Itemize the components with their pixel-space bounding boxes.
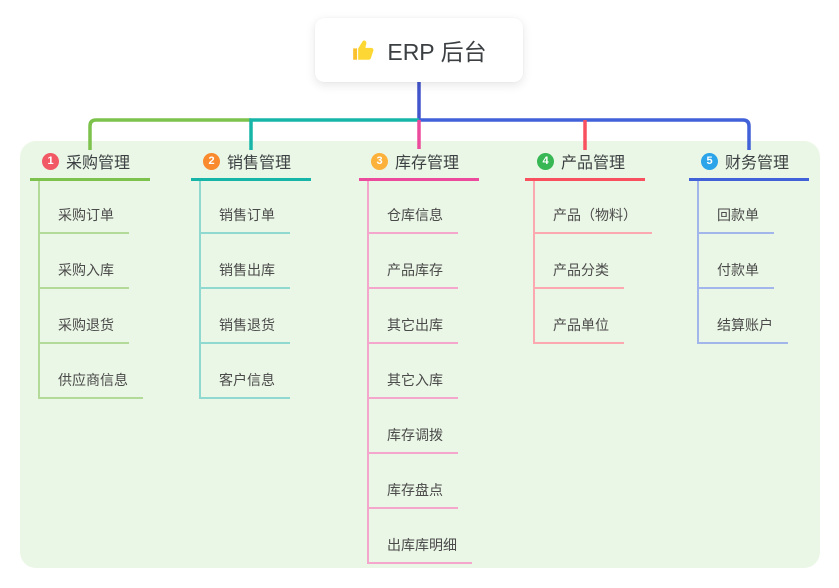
- branch-children: 销售订单 销售出库 销售退货 客户信息: [191, 181, 311, 399]
- child-node[interactable]: 库存盘点: [367, 480, 458, 509]
- child-connector-line: [38, 181, 40, 399]
- child-node[interactable]: 销售订单: [199, 205, 290, 234]
- child-row: 产品单位: [533, 289, 645, 344]
- branch-product: 4 产品管理 产品（物料） 产品分类 产品单位: [525, 150, 652, 344]
- child-row: 其它出库: [367, 289, 479, 344]
- child-row: 出库库明细: [367, 509, 479, 564]
- branch-children: 仓库信息 产品库存 其它出库 其它入库 库存调拨 库存盘点 出库库明细: [359, 181, 479, 564]
- branch-header-purchase[interactable]: 1 采购管理: [30, 150, 150, 181]
- child-row: 付款单: [697, 234, 809, 289]
- child-row: 库存盘点: [367, 454, 479, 509]
- branch-children: 产品（物料） 产品分类 产品单位: [525, 181, 652, 344]
- branch-finance: 5 财务管理 回款单 付款单 结算账户: [689, 150, 809, 344]
- branch-header-inventory[interactable]: 3 库存管理: [359, 150, 479, 181]
- branch-label: 销售管理: [227, 155, 292, 172]
- child-node[interactable]: 产品库存: [367, 260, 458, 289]
- branch-number-badge: 2: [203, 152, 220, 170]
- branch-label: 库存管理: [395, 155, 460, 172]
- child-row: 其它入库: [367, 344, 479, 399]
- child-connector-line: [199, 181, 201, 399]
- child-row: 产品库存: [367, 234, 479, 289]
- child-row: 采购订单: [38, 181, 150, 234]
- root-node-label: ERP 后台: [387, 39, 487, 65]
- child-row: 采购入库: [38, 234, 150, 289]
- branch-inventory: 3 库存管理 仓库信息 产品库存 其它出库 其它入库 库存调拨 库存盘点 出库库…: [359, 150, 479, 564]
- child-row: 库存调拨: [367, 399, 479, 454]
- branch-header-product[interactable]: 4 产品管理: [525, 150, 645, 181]
- child-connector-line: [367, 181, 369, 564]
- child-node[interactable]: 采购入库: [38, 260, 129, 289]
- child-node[interactable]: 客户信息: [199, 370, 290, 399]
- branch-number-badge: 5: [701, 152, 718, 170]
- child-row: 结算账户: [697, 289, 809, 344]
- child-row: 仓库信息: [367, 181, 479, 234]
- branch-sales: 2 销售管理 销售订单 销售出库 销售退货 客户信息: [191, 150, 311, 399]
- branch-purchase: 1 采购管理 采购订单 采购入库 采购退货 供应商信息: [30, 150, 150, 399]
- child-node[interactable]: 产品分类: [533, 260, 624, 289]
- branch-number-badge: 3: [371, 152, 388, 170]
- child-node[interactable]: 产品（物料）: [533, 205, 652, 234]
- branch-label: 财务管理: [725, 155, 790, 172]
- child-node[interactable]: 采购订单: [38, 205, 129, 234]
- branch-children: 采购订单 采购入库 采购退货 供应商信息: [30, 181, 150, 399]
- branch-number-badge: 1: [42, 152, 59, 170]
- child-row: 产品分类: [533, 234, 645, 289]
- child-node[interactable]: 销售出库: [199, 260, 290, 289]
- child-connector-line: [697, 181, 699, 344]
- child-node[interactable]: 仓库信息: [367, 205, 458, 234]
- child-node[interactable]: 销售退货: [199, 315, 290, 344]
- branch-label: 产品管理: [561, 155, 626, 172]
- child-node[interactable]: 其它入库: [367, 370, 458, 399]
- child-node[interactable]: 采购退货: [38, 315, 129, 344]
- child-row: 供应商信息: [38, 344, 150, 399]
- child-node[interactable]: 产品单位: [533, 315, 624, 344]
- child-row: 销售出库: [199, 234, 311, 289]
- child-node[interactable]: 库存调拨: [367, 425, 458, 454]
- root-node[interactable]: ERP 后台: [315, 18, 523, 82]
- branch-header-finance[interactable]: 5 财务管理: [689, 150, 809, 181]
- child-node[interactable]: 出库库明细: [367, 535, 472, 564]
- branch-label: 采购管理: [66, 155, 131, 172]
- child-node[interactable]: 供应商信息: [38, 370, 143, 399]
- child-node[interactable]: 付款单: [697, 260, 774, 289]
- child-row: 回款单: [697, 181, 809, 234]
- child-row: 产品（物料）: [533, 181, 652, 234]
- child-row: 销售订单: [199, 181, 311, 234]
- thumbs-up-icon: [351, 37, 377, 63]
- child-node[interactable]: 其它出库: [367, 315, 458, 344]
- child-node[interactable]: 结算账户: [697, 315, 788, 344]
- branch-number-badge: 4: [537, 152, 554, 170]
- branch-header-sales[interactable]: 2 销售管理: [191, 150, 311, 181]
- child-row: 销售退货: [199, 289, 311, 344]
- mindmap-panel: [20, 141, 820, 568]
- child-row: 采购退货: [38, 289, 150, 344]
- child-connector-line: [533, 181, 535, 344]
- child-row: 客户信息: [199, 344, 311, 399]
- branch-children: 回款单 付款单 结算账户: [689, 181, 809, 344]
- child-node[interactable]: 回款单: [697, 205, 774, 234]
